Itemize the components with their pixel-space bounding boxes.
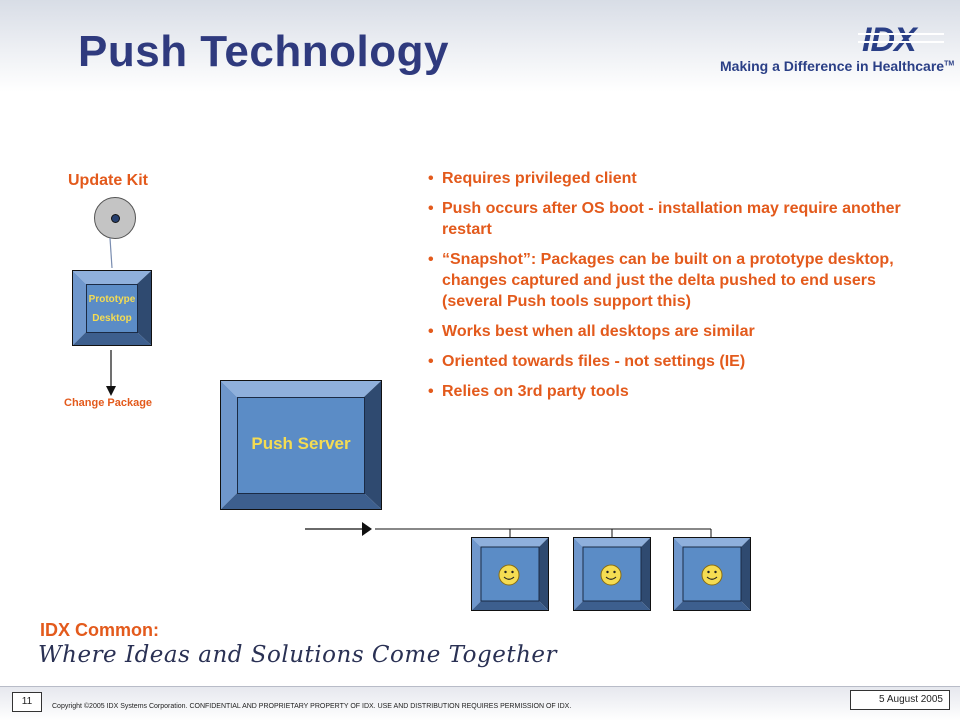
trademark-mark: TM [944,60,955,68]
idx-common-heading: IDX Common: [40,620,159,640]
bullet-item: Requires privileged client [428,168,928,189]
bullet-item: Works best when all desktops are similar [428,321,928,342]
cd-disc-icon [94,197,136,239]
prototype-label: Prototype [88,293,136,305]
client-bevel-2 [574,538,650,610]
idx-logo: IDX [858,21,944,59]
disc-center [111,214,120,223]
idx-logo-graphic: IDX [858,21,944,59]
client-desktop-3 [673,537,751,611]
bullet-item: Oriented towards files - not settings (I… [428,351,928,372]
header-band [0,0,960,92]
change-package-label: Change Package [64,397,153,409]
desktop-label: Desktop [92,312,132,324]
bullet-list: Requires privileged client Push occurs a… [428,168,928,411]
smiley-face-icon [701,564,723,586]
slide-title: Push Technology [78,27,449,76]
slide-date: 5 August 2005 [850,690,950,710]
footer-band [0,686,960,721]
logo-text: IDX [862,22,919,56]
bullet-item: Push occurs after OS boot - installation… [428,198,928,240]
update-kit-label: Update Kit [68,172,148,189]
bullet-item: Relies on 3rd party tools [428,381,928,402]
server-bevel-frame [221,381,381,509]
slogan-script: Where Ideas and Solutions Come Together [38,642,558,668]
prototype-desktop-box: Prototype Desktop [72,270,152,346]
prototype-desktop-face: Prototype Desktop [86,284,138,333]
client-bevel-1 [472,538,548,610]
client-desktop-1 [471,537,549,611]
smiley-face-icon [600,564,622,586]
push-server-label: Push Server [251,433,351,453]
push-arrowhead [362,522,372,536]
disc-to-prototype-line [109,237,113,269]
copyright-notice: Copyright ©2005 IDX Systems Corporation.… [52,703,572,710]
change-package-arrowhead [106,386,116,396]
bevel-frame [73,271,151,345]
push-server-face: Push Server [237,397,365,494]
page-number: 11 [12,692,42,712]
smiley-face-icon [498,564,520,586]
bullet-item: “Snapshot”: Packages can be built on a p… [428,249,928,312]
client-desktop-2 [573,537,651,611]
tagline-text: Making a Difference in Healthcare [720,58,945,74]
push-server-box: Push Server [220,380,382,510]
tagline: Making a Difference in HealthcareTM [720,58,954,74]
